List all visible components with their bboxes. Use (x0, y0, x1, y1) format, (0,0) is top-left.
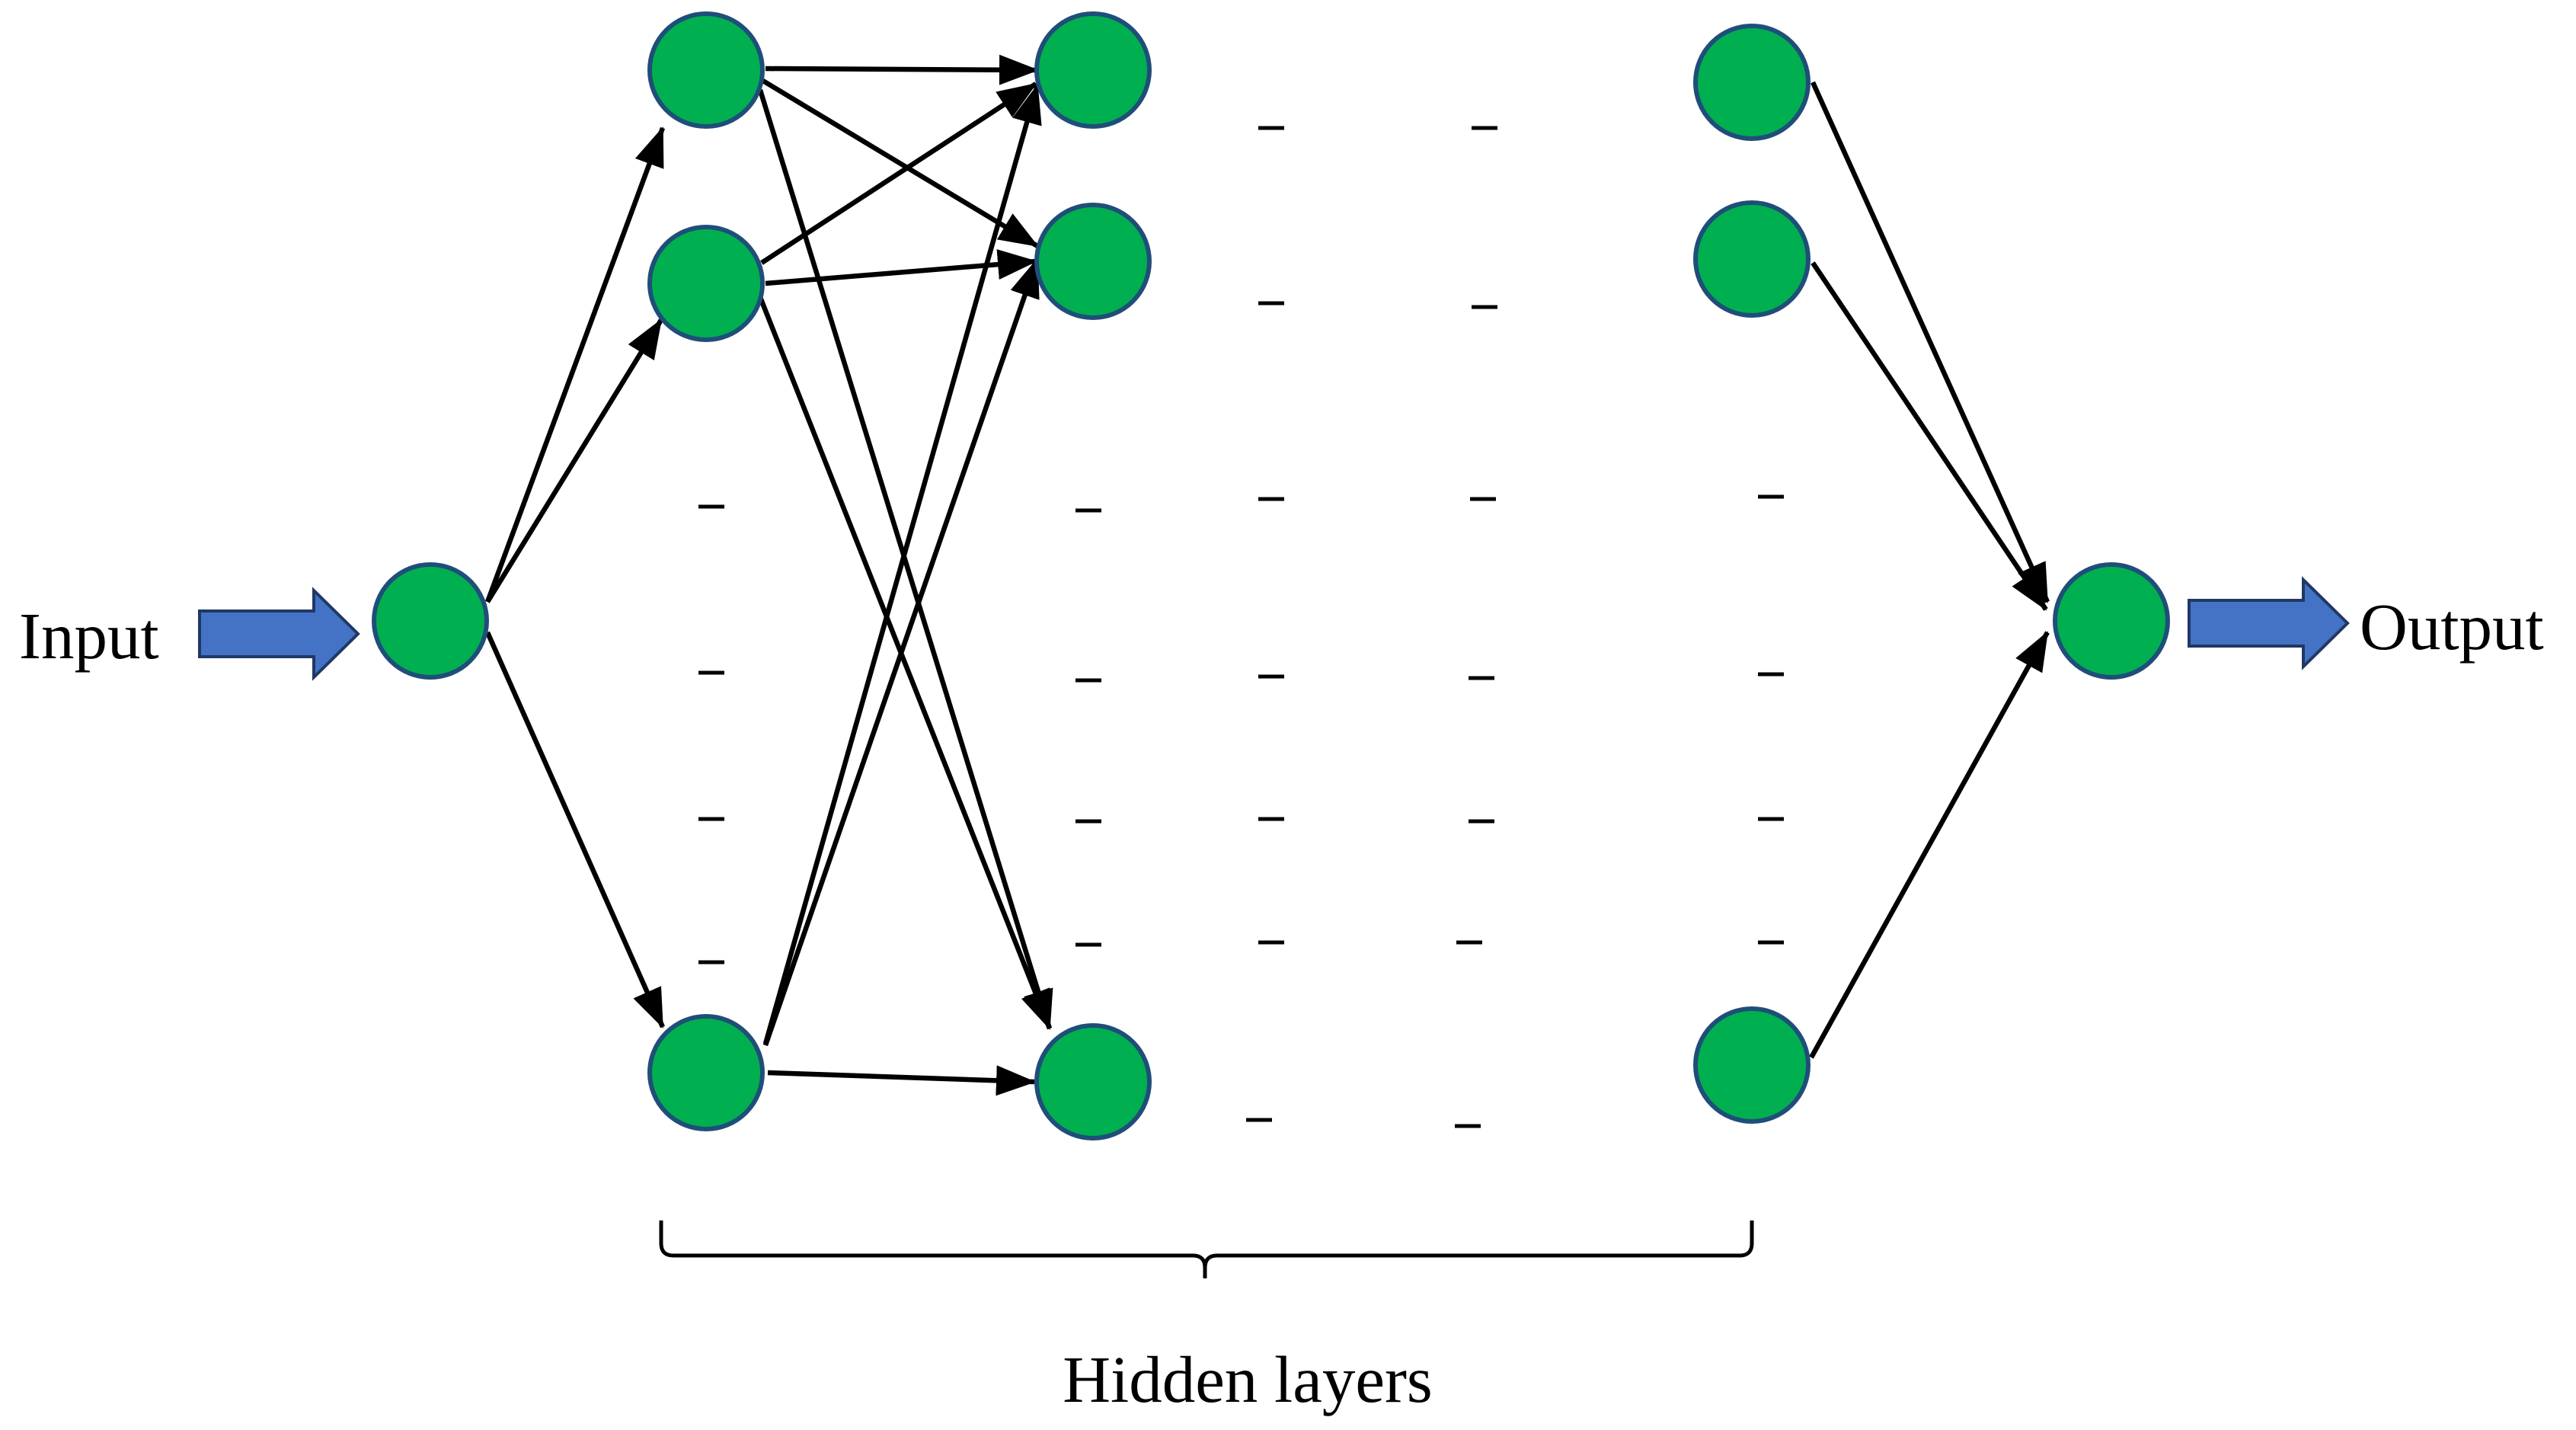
input-node (372, 562, 489, 680)
output-node (2053, 562, 2170, 680)
input-block-arrow-icon (198, 587, 360, 681)
input-label: Input (19, 599, 159, 673)
hidden-layer-2-node-1 (1034, 11, 1152, 129)
ellipsis-marks (698, 126, 1784, 1128)
edge-h1-1-to-h2-2 (760, 78, 1039, 248)
edge-h1-2-to-h2-2 (765, 249, 1037, 286)
edge-h1-n-to-h2-1 (762, 84, 1042, 1045)
hidden-layers-brace (659, 1220, 1754, 1278)
edge-input-to-h1-n (485, 631, 665, 1029)
hidden-layer-last-node-n (1693, 1006, 1811, 1124)
edge-hL-2-to-output (1811, 261, 2048, 611)
edge-input-to-h1-2 (485, 318, 663, 603)
hidden-layer-1-node-n (647, 1014, 765, 1131)
edge-input-to-h1-1 (484, 126, 666, 603)
edge-h1-2-to-h2-n (757, 296, 1053, 1030)
nodes (372, 11, 2170, 1140)
hidden-layer-last-node-2 (1693, 200, 1811, 318)
edge-hL-n-to-output (1809, 631, 2050, 1059)
output-block-arrow-icon (2188, 576, 2350, 670)
edges (484, 54, 2050, 1096)
edge-h1-1-to-h2-1 (765, 54, 1039, 85)
output-label: Output (2360, 590, 2544, 664)
hidden-layer-2-node-n (1034, 1023, 1152, 1140)
hidden-layer-2-node-2 (1034, 203, 1152, 320)
edge-h1-n-to-h2-n (767, 1065, 1036, 1096)
edge-h1-n-to-h2-2 (762, 258, 1040, 1047)
hidden-layer-last-node-1 (1693, 24, 1811, 141)
hidden-layers-label: Hidden layers (1063, 1342, 1433, 1416)
edge-hL-1-to-output (1811, 81, 2050, 603)
hidden-layer-1-node-2 (647, 225, 765, 342)
edge-h1-2-to-h2-1 (760, 82, 1037, 265)
hidden-layer-1-node-1 (647, 11, 765, 129)
